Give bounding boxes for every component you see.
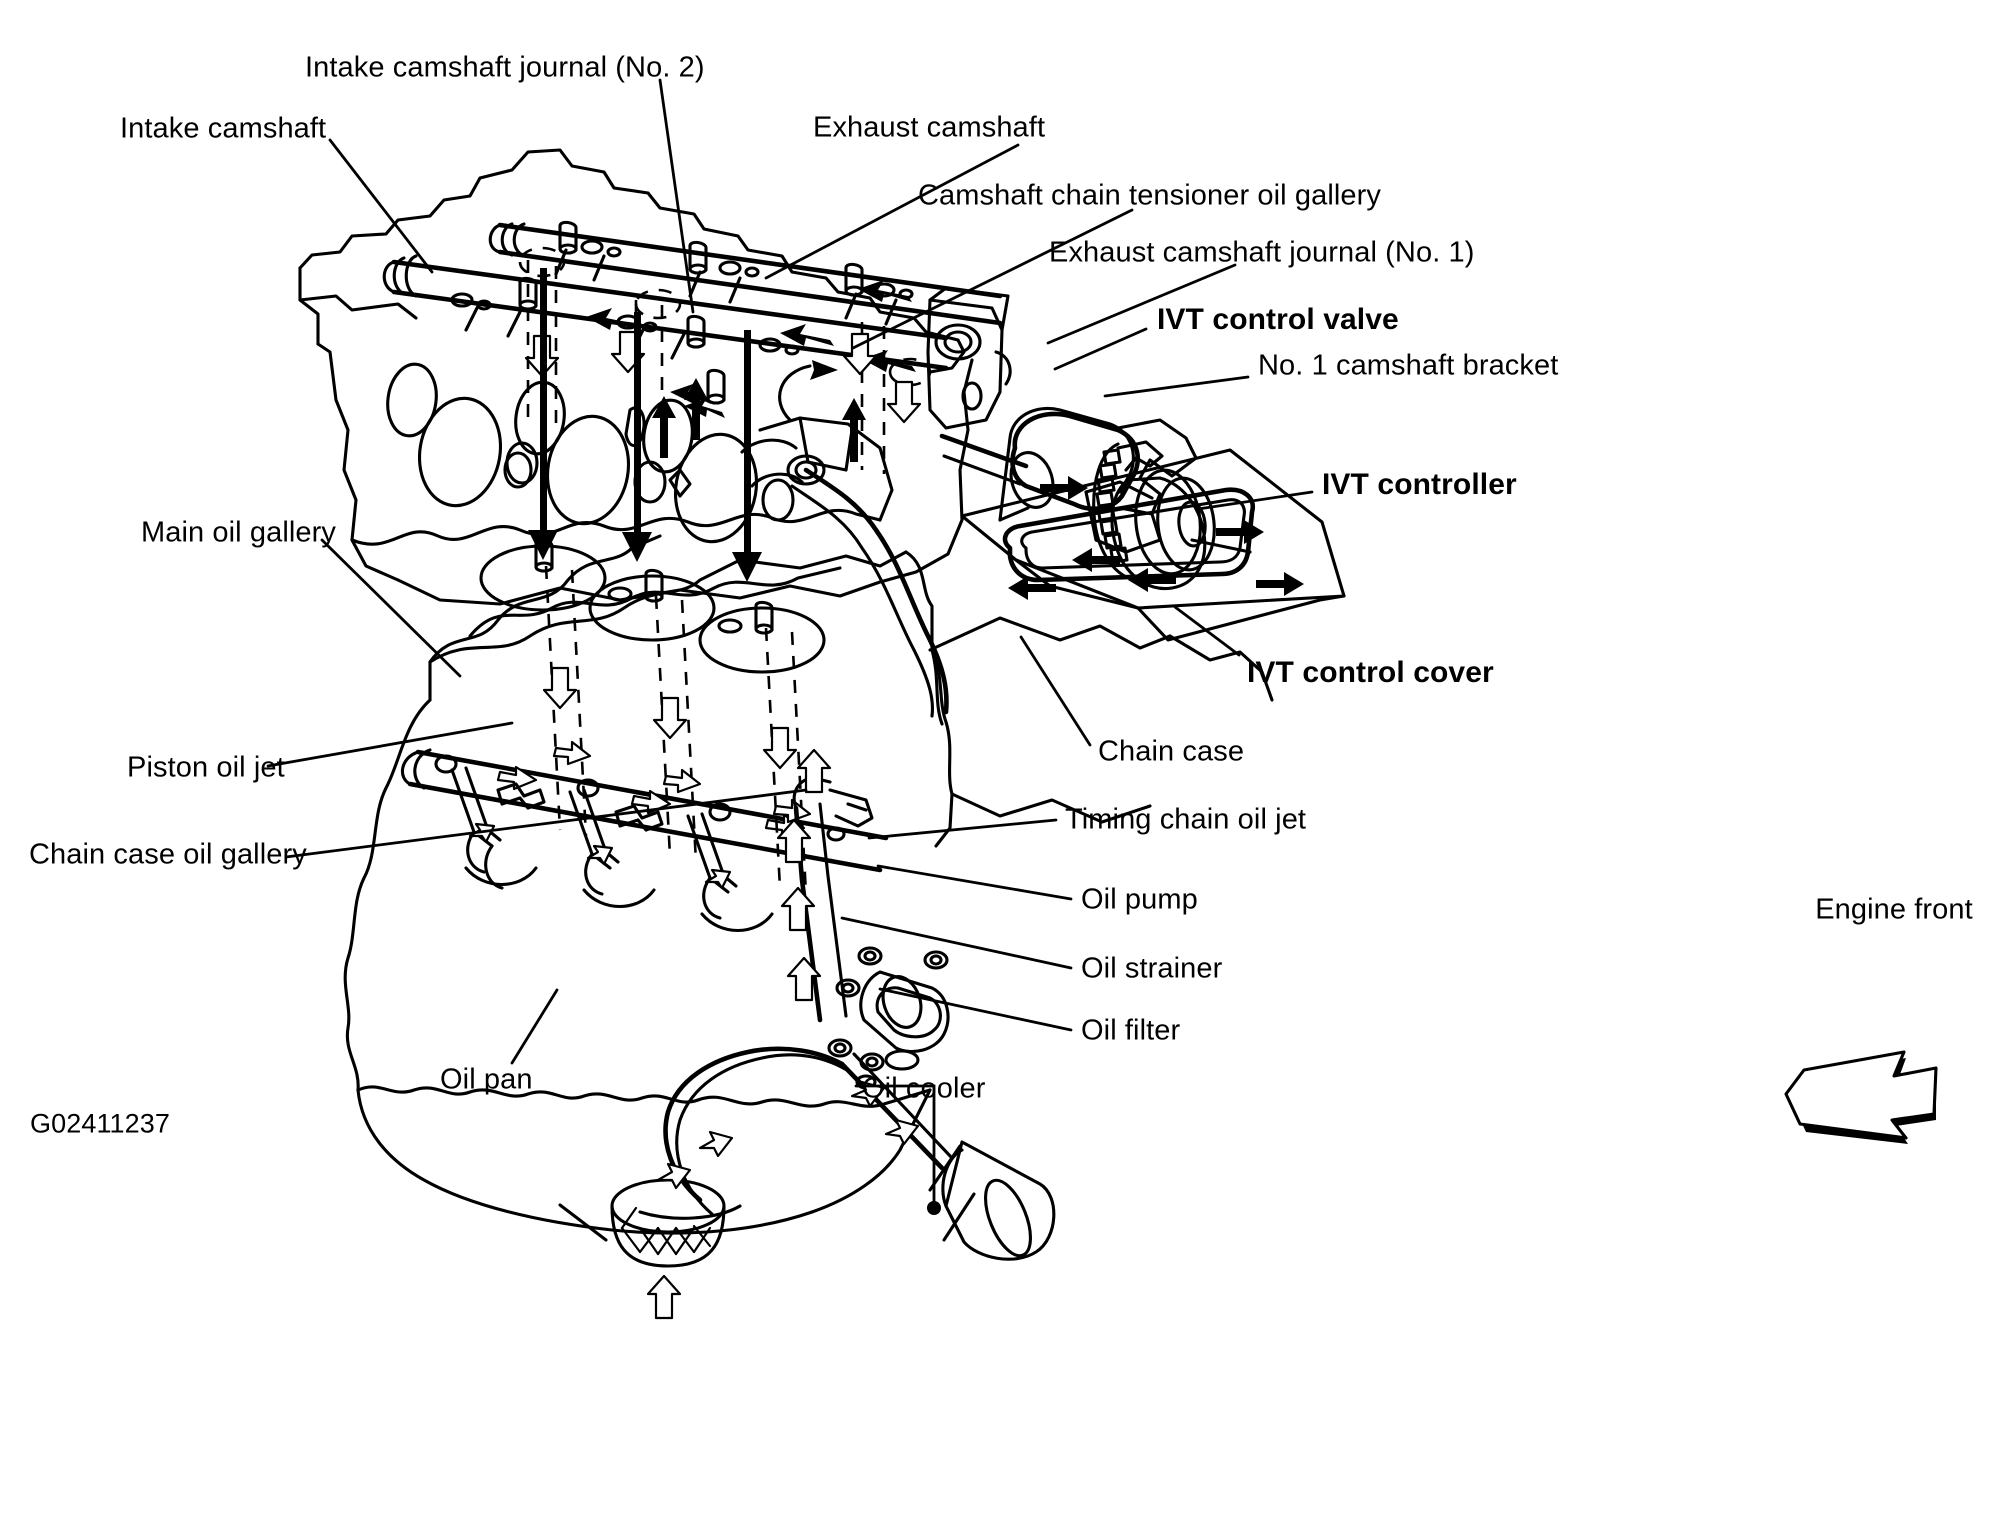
leader-piston-oil-jet: [266, 721, 514, 768]
leader-oil-filter: [878, 987, 1073, 1032]
label-piston-oil-jet: Piston oil jet: [127, 751, 285, 784]
leader-intake-camshaft: [328, 138, 434, 274]
label-ivt-control-cover: IVT control cover: [1247, 656, 1494, 689]
strainer-mesh: [620, 1206, 712, 1256]
cylinder-block-assembly: [343, 534, 954, 1108]
leader-chain-case: [1019, 635, 1092, 747]
label-oil-cooler: Oil cooler: [862, 1072, 986, 1105]
leader-oil-cooler: [854, 1084, 936, 1210]
leader-no1-camshaft-bracket: [1103, 375, 1250, 398]
leader-chain-case-oil-gallery: [284, 788, 808, 859]
ivt-controller: [1092, 442, 1252, 591]
label-intake-camshaft-journal-no2: Intake camshaft journal (No. 2): [305, 51, 705, 84]
leader-ivt-controller: [1196, 490, 1314, 511]
label-oil-pump: Oil pump: [1081, 883, 1198, 916]
oil-flow-arrow: [586, 308, 640, 330]
label-engine-front: Engine front: [1815, 893, 1973, 926]
oil-pan: [356, 1088, 932, 1242]
oil-pump-assembly: [610, 748, 1056, 1320]
label-camshaft-chain-tensioner-oil-gallery: Camshaft chain tensioner oil gallery: [918, 179, 1381, 212]
label-main-oil-gallery: Main oil gallery: [141, 516, 337, 549]
leader-oil-pan: [510, 988, 559, 1065]
leader-oil-pump: [876, 864, 1073, 901]
leader-oil-strainer: [840, 916, 1073, 970]
label-timing-chain-oil-jet: Timing chain oil jet: [1065, 803, 1307, 836]
leader-intake-camshaft-journal-no2: [658, 78, 695, 314]
head-to-block-flow-arrow: [528, 268, 762, 582]
label-ivt-controller: IVT controller: [1322, 468, 1517, 501]
ivt-flow-arrow: [1008, 476, 1304, 600]
leader-camshaft-chain-tensioner: [851, 208, 1134, 350]
leader-exhaust-camshaft-journal: [1046, 263, 1237, 345]
label-ivt-control-valve: IVT control valve: [1157, 303, 1399, 336]
leader-timing-chain-oil-jet: [867, 818, 1058, 840]
piston-oil-jet-group: [450, 766, 774, 933]
cylinder-head-assembly: [298, 148, 1012, 718]
leader-ivt-control-valve: [1053, 327, 1148, 371]
leader-ivt-control-cover: [1173, 605, 1241, 657]
label-oil-filter: Oil filter: [1081, 1014, 1181, 1047]
engine-front-arrow: [1784, 1050, 1938, 1144]
sprocket-teeth: [1095, 448, 1129, 564]
leader-main-oil-gallery: [320, 538, 462, 678]
ivt-assembly: [939, 407, 1346, 642]
label-no1-camshaft-bracket: No. 1 camshaft bracket: [1258, 349, 1559, 382]
label-figure-number: G02411237: [30, 1108, 171, 1139]
label-chain-case-oil-gallery: Chain case oil gallery: [29, 838, 307, 871]
leader-exhaust-camshaft: [764, 143, 1020, 280]
label-oil-pan: Oil pan: [440, 1063, 533, 1096]
label-exhaust-camshaft: Exhaust camshaft: [813, 111, 1046, 144]
label-chain-case: Chain case: [1098, 735, 1245, 768]
leader-line-layer: [266, 78, 1314, 1065]
label-exhaust-camshaft-journal-no1: Exhaust camshaft journal (No. 1): [1049, 236, 1475, 269]
label-intake-camshaft: Intake camshaft: [120, 112, 327, 145]
chain-case: [928, 616, 1274, 824]
label-oil-strainer: Oil strainer: [1081, 952, 1223, 985]
